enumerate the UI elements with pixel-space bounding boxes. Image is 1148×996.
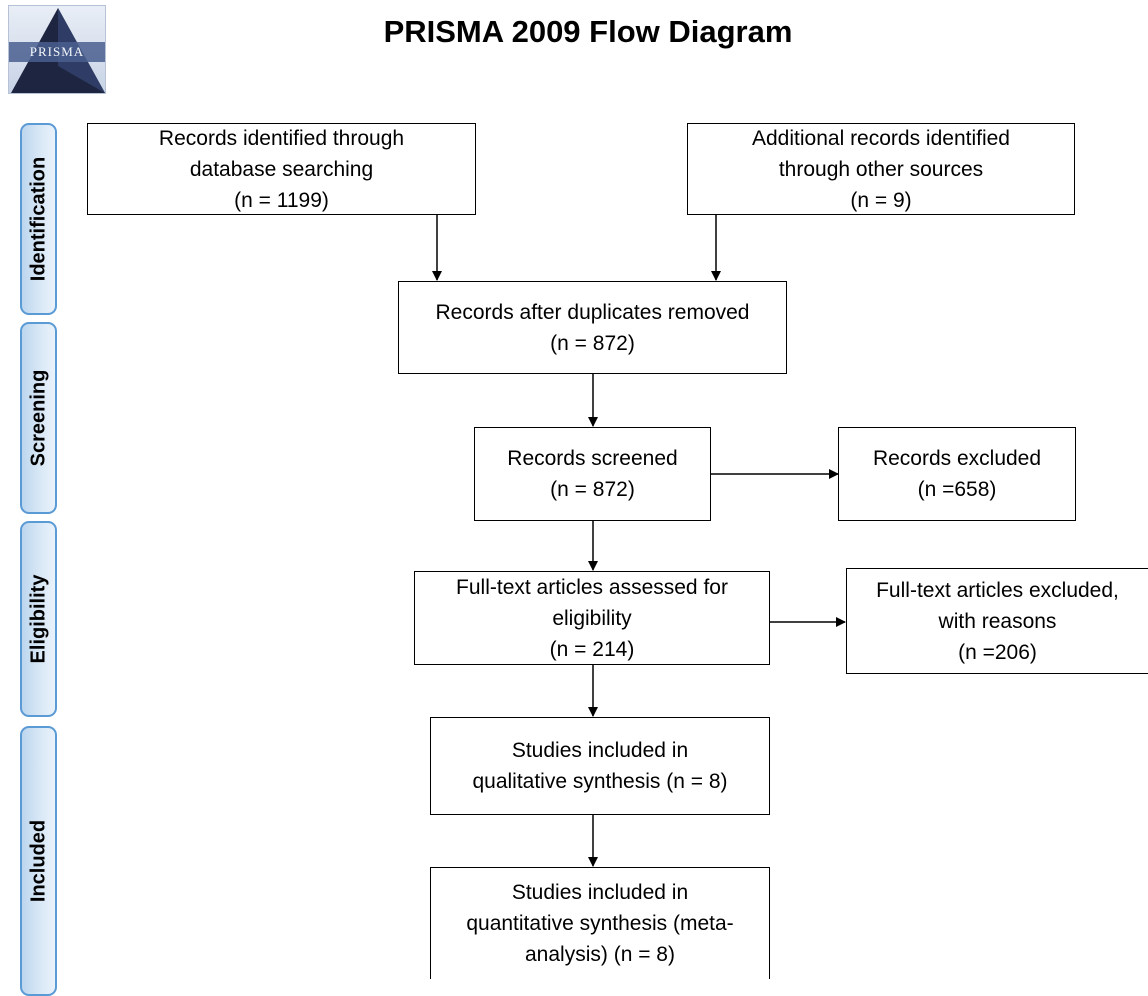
prisma-logo-text: PRISMA: [29, 44, 85, 59]
excluded-line-2: (n =658): [917, 478, 997, 501]
quantitative-line-2: quantitative synthesis (meta-: [466, 912, 734, 935]
diagram-title: PRISMA 2009 Flow Diagram: [383, 14, 793, 49]
box-quantitative-synthesis: Studies included in quantitative synthes…: [430, 867, 770, 979]
qualitative-line-1: Studies included in: [511, 739, 689, 762]
database-line-1: Records identified through: [158, 126, 405, 150]
prisma-logo: PRISMA: [8, 5, 106, 94]
box-qualitative-synthesis: Studies included in qualitative synthesi…: [430, 717, 770, 815]
box-records-screened: Records screened (n = 872): [474, 427, 711, 521]
quantitative-line-3: analysis) (n = 8): [525, 943, 675, 966]
screened-line-1: Records screened: [507, 447, 678, 470]
database-line-3: (n = 1199): [234, 188, 329, 212]
fulltext-excluded-line-1: Full-text articles excluded,: [876, 578, 1119, 602]
stage-eligibility: Eligibility: [20, 521, 57, 717]
fulltext-line-2: eligibility: [552, 606, 632, 630]
duplicates-line-2: (n = 872): [550, 331, 635, 355]
qualitative-line-2: qualitative synthesis (n = 8): [472, 770, 728, 793]
box-duplicates-removed: Records after duplicates removed (n = 87…: [398, 281, 787, 374]
quantitative-line-1: Studies included in: [511, 881, 689, 904]
fulltext-excluded-line-3: (n =206): [958, 640, 1037, 664]
fulltext-line-1: Full-text articles assessed for: [456, 575, 728, 599]
stage-identification: Identification: [20, 123, 57, 315]
stage-screening: Screening: [20, 322, 57, 514]
duplicates-line-1: Records after duplicates removed: [435, 300, 750, 324]
stage-included: Included: [20, 726, 57, 996]
box-other-sources: Additional records identified through ot…: [687, 123, 1075, 215]
other-line-2: through other sources: [778, 157, 984, 181]
excluded-line-1: Records excluded: [872, 447, 1042, 470]
box-fulltext-assessed: Full-text articles assessed for eligibil…: [414, 571, 770, 665]
screened-line-2: (n = 872): [550, 478, 635, 501]
prisma-logo-graphic: [9, 8, 105, 93]
box-fulltext-excluded: Full-text articles excluded, with reason…: [846, 568, 1148, 674]
database-line-2: database searching: [189, 157, 374, 181]
fulltext-excluded-line-2: with reasons: [938, 609, 1057, 633]
box-records-excluded: Records excluded (n =658): [838, 427, 1076, 521]
other-line-3: (n = 9): [850, 188, 912, 212]
fulltext-line-3: (n = 214): [549, 637, 635, 661]
other-line-1: Additional records identified: [752, 126, 1010, 150]
box-database-records: Records identified through database sear…: [87, 123, 476, 215]
